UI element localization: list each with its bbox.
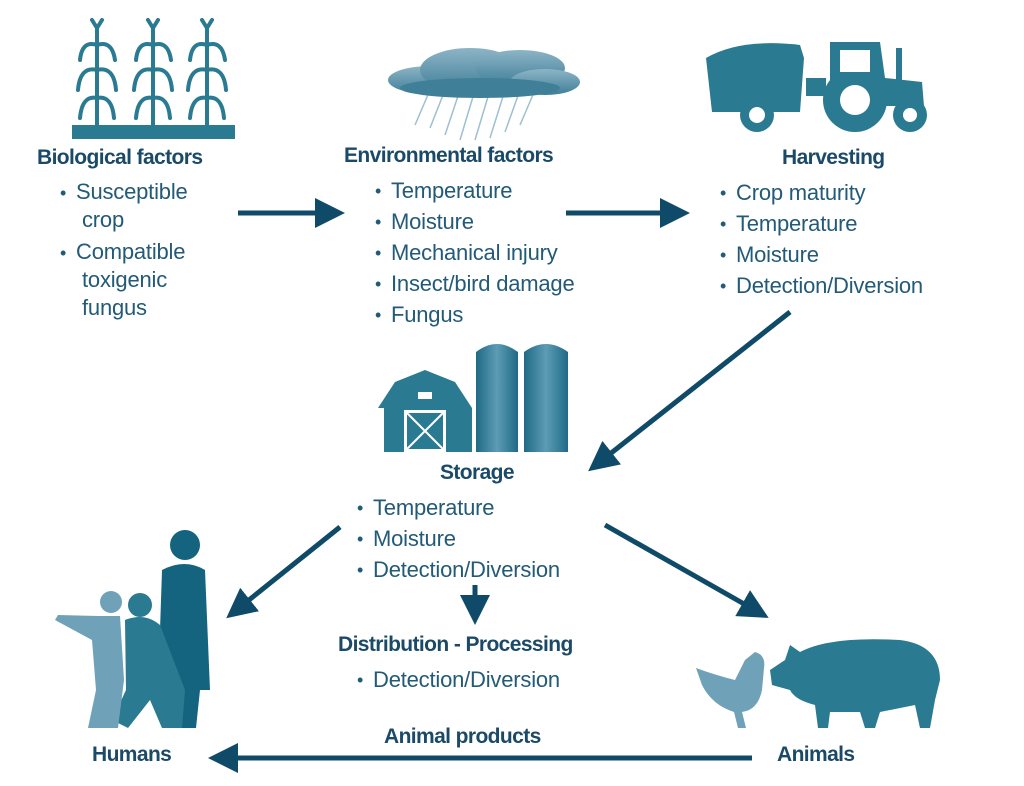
biological-factors-title: Biological factors <box>37 146 203 169</box>
arrow-harvesting-to-storage <box>588 310 792 472</box>
storage-title: Storage <box>440 461 515 484</box>
list-item: Detection/Diversion <box>357 554 560 586</box>
item-text: fungus <box>82 295 147 320</box>
harvesting-list: Crop maturity Temperature Moisture Detec… <box>720 177 923 302</box>
list-item: Detection/Diversion <box>357 664 560 696</box>
environmental-factors-list: Temperature Moisture Mechanical injury I… <box>375 175 575 331</box>
list-item: Susceptible crop <box>60 178 188 234</box>
list-item: Moisture <box>375 206 575 238</box>
pig-icon <box>770 639 940 728</box>
list-item: Moisture <box>357 523 560 555</box>
corn-plants-icon <box>76 18 228 130</box>
storage-list: Temperature Moisture Detection/Diversion <box>357 492 560 586</box>
flow-arrows <box>208 198 792 773</box>
list-item: Insect/bird damage <box>375 268 575 300</box>
silos-icon <box>476 344 568 452</box>
distribution-list: Detection/Diversion <box>357 664 560 696</box>
list-item: Fungus <box>375 299 575 331</box>
list-item: Mechanical injury <box>375 237 575 269</box>
rain-cloud-icon <box>388 48 580 141</box>
harvesting-title: Harvesting <box>782 146 885 169</box>
list-item: Crop maturity <box>720 177 923 209</box>
item-text: crop <box>82 207 124 232</box>
arrow-storage-to-animals <box>603 522 769 618</box>
item-text: Susceptible <box>76 179 188 204</box>
list-item: Temperature <box>357 492 560 524</box>
humans-label: Humans <box>92 743 172 766</box>
item-text: Compatible <box>76 239 186 264</box>
animal-products-label: Animal products <box>384 725 541 748</box>
item-text: toxigenic <box>82 267 168 292</box>
list-item: Compatible toxigenic fungus <box>60 238 188 322</box>
list-item: Detection/Diversion <box>720 270 923 302</box>
tractor-icon <box>706 42 927 132</box>
environmental-factors-title: Environmental factors <box>344 144 554 167</box>
chicken-icon <box>696 652 765 728</box>
soil-icon <box>72 125 235 139</box>
biological-factors-list: Susceptible crop Compatible toxigenic fungu… <box>60 178 188 322</box>
arrow-storage-to-humans <box>226 525 342 619</box>
list-item: Temperature <box>375 175 575 207</box>
animals-label: Animals <box>777 743 855 766</box>
list-item: Temperature <box>720 208 923 240</box>
barn-icon <box>378 370 472 452</box>
distribution-processing-title: Distribution - Processing <box>338 633 573 656</box>
list-item: Moisture <box>720 239 923 271</box>
humans-icon <box>55 530 210 728</box>
